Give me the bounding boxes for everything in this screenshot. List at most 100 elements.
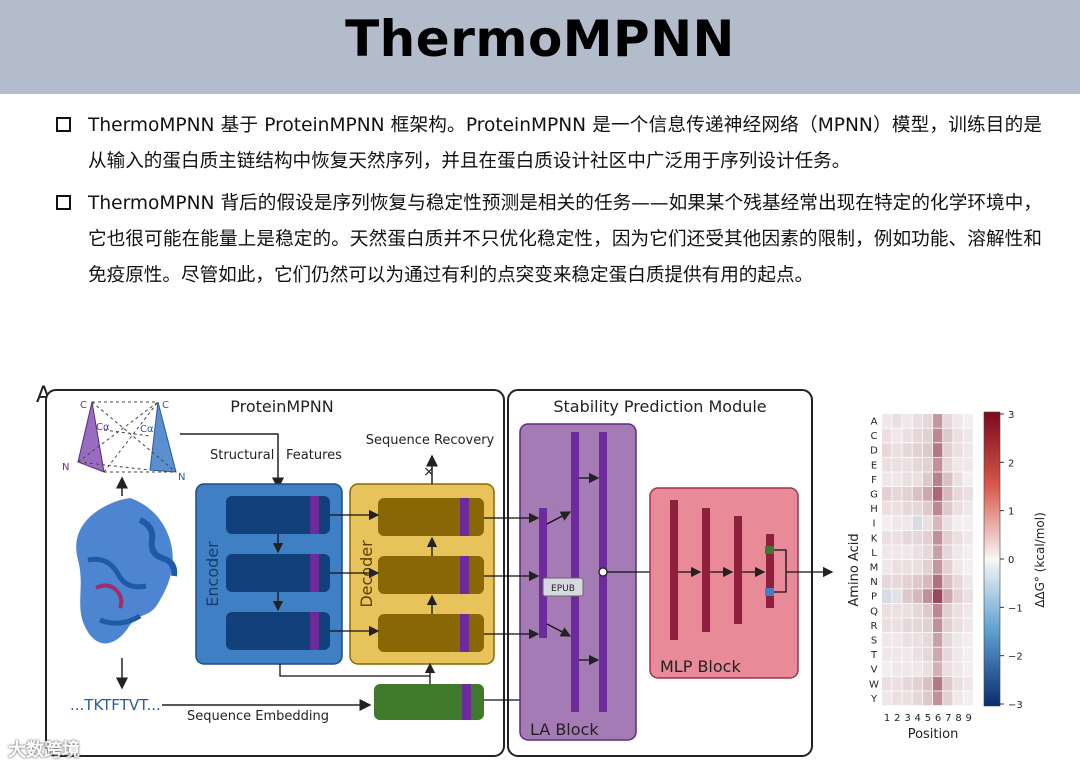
heatmap-row-label: M xyxy=(870,563,879,574)
heatmap-cell xyxy=(892,603,902,618)
heatmap-cell xyxy=(943,618,953,633)
heatmap-cell xyxy=(953,662,963,676)
heatmap-row-label: V xyxy=(871,665,878,676)
heatmap-cell xyxy=(922,676,933,691)
heatmap-cell xyxy=(892,428,902,443)
watermark: 大数跨境 xyxy=(8,740,80,761)
heatmap-cell xyxy=(953,589,963,603)
heatmap-row-label: R xyxy=(871,621,878,632)
heatmap-cell xyxy=(953,516,963,530)
heatmap-col-label: 5 xyxy=(925,713,931,724)
mlp-block xyxy=(649,487,799,679)
heatmap-cell xyxy=(882,501,892,516)
heatmap-cell xyxy=(933,530,943,545)
heatmap-cell xyxy=(933,487,943,501)
protein-structure-icon xyxy=(76,498,178,644)
heatmap-cell xyxy=(912,530,922,545)
colorbar-tick-label: 0 xyxy=(1008,555,1014,566)
heatmap-cell xyxy=(882,633,892,647)
heatmap-cell xyxy=(953,574,963,589)
heatmap-cell xyxy=(882,574,892,589)
heatmap-cell xyxy=(943,560,953,574)
heatmap-cell xyxy=(892,662,902,676)
heatmap-cell xyxy=(963,618,973,633)
heatmap-cell xyxy=(912,545,922,560)
heatmap-cell xyxy=(953,603,963,618)
heatmap-col-label: 3 xyxy=(904,713,910,724)
heatmap-cell xyxy=(953,414,963,428)
heatmap-cell xyxy=(963,574,973,589)
heatmap-cell xyxy=(922,545,933,560)
heatmap-cell xyxy=(933,603,943,618)
heatmap-cell xyxy=(933,618,943,633)
bullet-item: ThermoMPNN 基于 ProteinMPNN 框架构。ProteinMPN… xyxy=(52,108,1042,180)
heatmap-cell xyxy=(953,428,963,443)
heatmap-row-label: Q xyxy=(870,606,878,617)
heatmap-cell xyxy=(953,457,963,472)
heatmap-cell xyxy=(902,589,912,603)
heatmap-cell xyxy=(922,633,933,647)
heatmap-cell xyxy=(963,633,973,647)
colorbar xyxy=(983,411,1001,707)
heatmap-cell xyxy=(882,545,892,560)
heatmap-cell xyxy=(943,428,953,443)
heatmap-cell xyxy=(943,472,953,487)
heatmap-cell xyxy=(922,691,933,706)
heatmap-cell xyxy=(943,691,953,706)
heatmap-cell xyxy=(922,574,933,589)
heatmap-cell xyxy=(943,662,953,676)
atom-c-label: C xyxy=(80,400,87,411)
heatmap-row-label: P xyxy=(871,592,877,603)
heatmap-cell xyxy=(902,633,912,647)
heatmap-cell xyxy=(922,443,933,457)
heatmap-cell xyxy=(912,501,922,516)
encoder-label: Encoder xyxy=(203,541,222,607)
heatmap-row-label: Y xyxy=(870,694,878,705)
heatmap-cell xyxy=(882,516,892,530)
heatmap-cell xyxy=(902,545,912,560)
heatmap-cell xyxy=(953,530,963,545)
heatmap-cell xyxy=(912,633,922,647)
heatmap-cell xyxy=(953,545,963,560)
heatmap-cell xyxy=(892,676,902,691)
heatmap-row-label: H xyxy=(870,504,878,515)
heatmap-cell xyxy=(933,691,943,706)
features-label: Features xyxy=(286,448,342,463)
heatmap-cell xyxy=(943,457,953,472)
heatmap-cell xyxy=(922,472,933,487)
colorbar-tick-label: −1 xyxy=(1008,603,1023,614)
heatmap-cell xyxy=(912,414,922,428)
heatmap-cell xyxy=(963,530,973,545)
heatmap-cell xyxy=(902,603,912,618)
heatmap-cell xyxy=(933,516,943,530)
decoder-layers xyxy=(378,498,484,652)
heatmap-cell xyxy=(892,560,902,574)
heatmap-cell xyxy=(953,560,963,574)
heatmap-cell xyxy=(943,676,953,691)
heatmap-cell xyxy=(953,472,963,487)
heatmap-cell xyxy=(902,487,912,501)
heatmap-cell xyxy=(912,647,922,662)
heatmap-cell xyxy=(902,501,912,516)
heatmap-cell xyxy=(892,545,902,560)
heatmap-col-label: 7 xyxy=(945,713,951,724)
heatmap-row-label: K xyxy=(871,533,878,544)
heatmap-cell xyxy=(943,443,953,457)
heatmap-cell xyxy=(882,457,892,472)
encoder-layers xyxy=(226,496,330,650)
heatmap-cell xyxy=(933,574,943,589)
heatmap-cell xyxy=(882,414,892,428)
heatmap-cell xyxy=(892,530,902,545)
heatmap-cell xyxy=(922,603,933,618)
colorbar-tick-label: 1 xyxy=(1008,507,1014,518)
heatmap-cell xyxy=(882,428,892,443)
heatmap-row-label: S xyxy=(871,636,877,647)
heatmap-cell xyxy=(963,487,973,501)
heatmap-cell xyxy=(933,633,943,647)
decoder-label: Decoder xyxy=(357,540,376,608)
heatmap-cell xyxy=(933,647,943,662)
checkbox-bullet-icon xyxy=(56,195,71,210)
heatmap-cell xyxy=(882,560,892,574)
epub-label: EPUB xyxy=(551,584,575,594)
heatmap-cell xyxy=(902,428,912,443)
